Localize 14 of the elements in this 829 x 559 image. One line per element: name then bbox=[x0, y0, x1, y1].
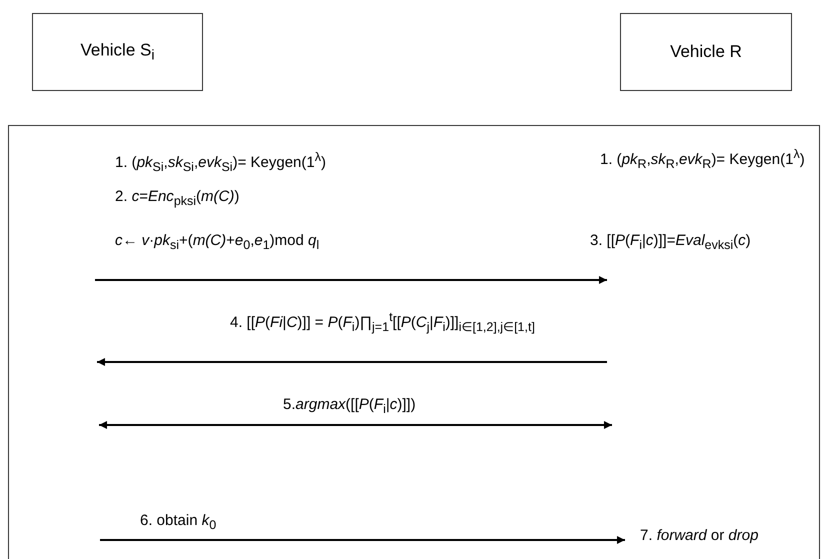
step-text: 6. obtain k$_{0}$ bbox=[140, 512, 216, 532]
step-text: 5.argmax([[P(F$_{i}$|c)]]) bbox=[283, 396, 416, 416]
step-text: 7. forward or drop bbox=[640, 527, 758, 544]
entity-box bbox=[620, 13, 792, 91]
step-text: 1. (pk$_{Si}$,sk$_{Si}$,evk$_{Si}$)= Keygen(1$^{λ}$) bbox=[115, 150, 326, 174]
step-text: 4. [[P(Fi|C)]] = P(F$_{i}$)∏$_{j=1}$$^{t}$[[P(C$_{j}$|F$_{i}$)]]$_{i∈[1,2],j∈[1,t]}$ bbox=[230, 310, 535, 334]
frame-box bbox=[8, 125, 820, 559]
step-text: 3. [[P(F$_{i}$|c)]]=Eval$_{evksi}$(c) bbox=[590, 232, 751, 252]
step-text: c← v·pk$_{si}$+(m(C)+e$_{0}$,e$_{1}$)mod q$_{l}$ bbox=[115, 232, 320, 252]
step-text: 2. c=Enc$_{pksi}$(m(C)) bbox=[115, 188, 240, 208]
entity-box bbox=[32, 13, 203, 91]
entity-name: Vehicle R bbox=[669, 42, 743, 62]
entity-name: Vehicle S$_{i}$ bbox=[79, 40, 156, 64]
step-text: 1. (pk$_{R}$,sk$_{R}$,evk$_{R}$)= Keygen(1$^{λ}$) bbox=[600, 147, 805, 171]
